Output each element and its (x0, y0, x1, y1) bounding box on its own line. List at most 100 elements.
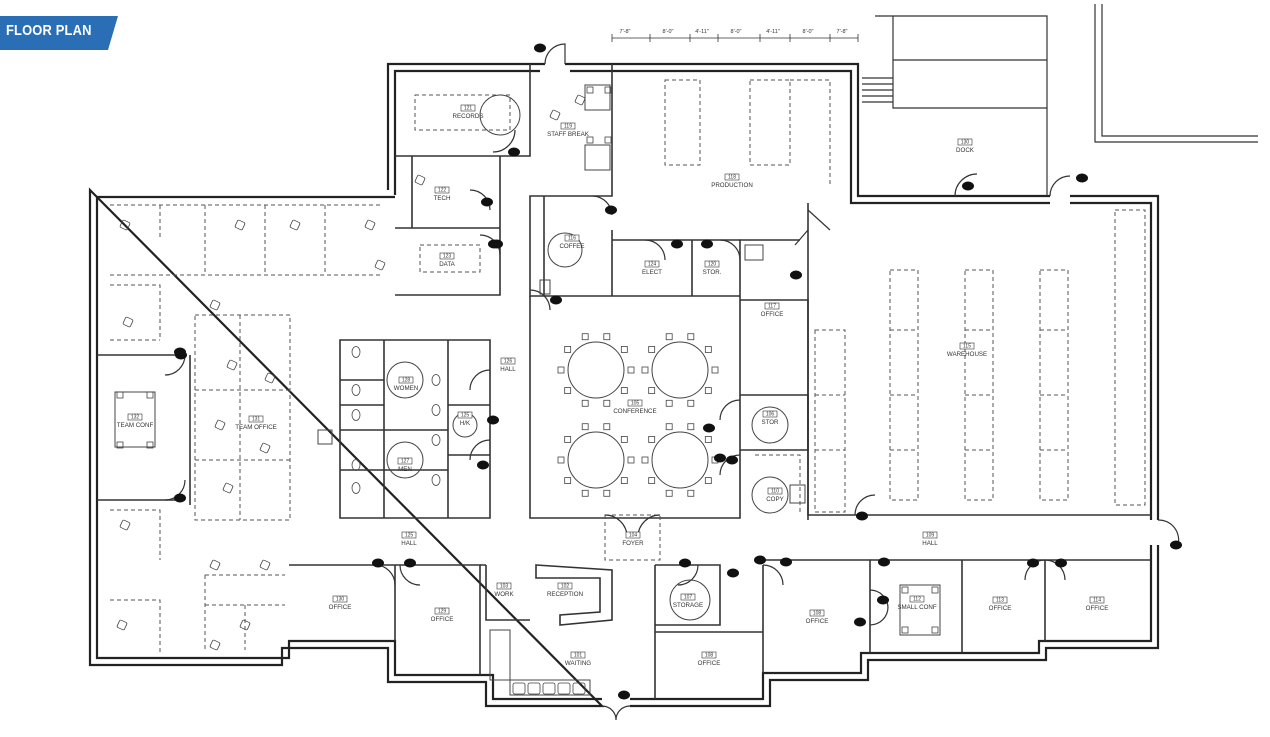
door-tag-bubble (550, 295, 562, 305)
room-number: 124 (648, 262, 657, 268)
room-number-box (457, 411, 473, 419)
chair (704, 436, 712, 443)
task-chair (116, 619, 128, 631)
furniture (114, 84, 941, 696)
chair (901, 626, 909, 634)
restroom-fixture (431, 374, 441, 386)
room-number: 107 (684, 595, 693, 601)
door-tags (174, 43, 1182, 700)
room-number: 104 (629, 533, 638, 539)
door-tag (1170, 540, 1182, 550)
dimension-label: 4'-11" (695, 29, 709, 35)
chair (604, 86, 612, 94)
room-name: WOMEN (394, 385, 418, 392)
door-tag (404, 558, 416, 568)
door-tag (854, 617, 866, 627)
room-name: OFFICE (329, 604, 352, 611)
room-number-box (560, 122, 576, 130)
exterior-walls (88, 62, 1160, 708)
door-tag-bubble (854, 617, 866, 627)
door-tag-bubble (877, 595, 889, 605)
chair (116, 391, 124, 399)
room-name: DATA (439, 261, 455, 268)
chair (116, 441, 124, 449)
room-number: 129 (438, 609, 447, 615)
room-number-box (564, 234, 580, 242)
room-number-box (332, 595, 348, 603)
chair (146, 441, 154, 449)
room-number-box (439, 252, 455, 260)
room-number: 115 (963, 344, 971, 350)
room-number-box (625, 531, 641, 539)
dimension-line (611, 34, 859, 42)
room-number: 108 (705, 653, 714, 659)
room-number-box (680, 593, 696, 601)
room-number-box (762, 410, 778, 418)
room-name: RECEPTION (547, 591, 583, 598)
door-tag (481, 197, 493, 207)
room-name: STAFF BREAK (547, 131, 590, 138)
chair (627, 456, 635, 464)
chair (581, 333, 589, 341)
room-number-box (644, 260, 660, 268)
restroom-fixture (351, 482, 361, 494)
task-chair (122, 316, 134, 328)
door-tag (534, 43, 546, 53)
door-tag-bubble (487, 415, 499, 425)
room-number-box (570, 651, 586, 659)
chair (564, 346, 572, 353)
room-number: 130 (961, 140, 970, 146)
door-tag-bubble (727, 568, 739, 578)
restroom-fixture (351, 384, 361, 396)
door-tag-bubble (726, 455, 738, 465)
dimension-label: 4'-11" (766, 29, 780, 35)
room-number: 125 (405, 533, 414, 539)
chair (620, 346, 628, 353)
door-tag-bubble (605, 205, 617, 215)
room-name: OFFICE (1086, 605, 1109, 612)
room-name: OFFICE (698, 660, 721, 667)
task-chair (264, 372, 276, 384)
room-number-box (809, 609, 825, 617)
room-number: 127 (401, 459, 410, 465)
task-chair (209, 559, 221, 571)
door-tag (1055, 558, 1067, 568)
door-tag-bubble (508, 147, 520, 157)
chair (603, 423, 611, 431)
room-number: 123 (443, 254, 452, 260)
door-tag-bubble (703, 423, 715, 433)
room-name: WAITING (565, 660, 591, 667)
door-tag-bubble (372, 558, 384, 568)
floor-plan-banner (0, 16, 118, 50)
room-number: 122 (438, 188, 447, 194)
chair (603, 333, 611, 341)
room-number: 110 (771, 489, 779, 495)
door-tag (877, 595, 889, 605)
door-tag-bubble (491, 239, 503, 249)
door-tag-bubble (175, 350, 187, 360)
doors (164, 43, 1180, 721)
task-chair (209, 639, 221, 651)
room-number-box (701, 651, 717, 659)
chair (665, 489, 673, 497)
room-name: WORK (494, 591, 514, 598)
task-chair (222, 482, 234, 494)
room-number: 128 (402, 378, 411, 384)
room-number: 132 (131, 415, 140, 421)
chair (603, 399, 611, 407)
room-number-box (764, 302, 780, 310)
room-number-box (959, 342, 975, 350)
door-tag (671, 239, 683, 249)
door-tag (618, 690, 630, 700)
